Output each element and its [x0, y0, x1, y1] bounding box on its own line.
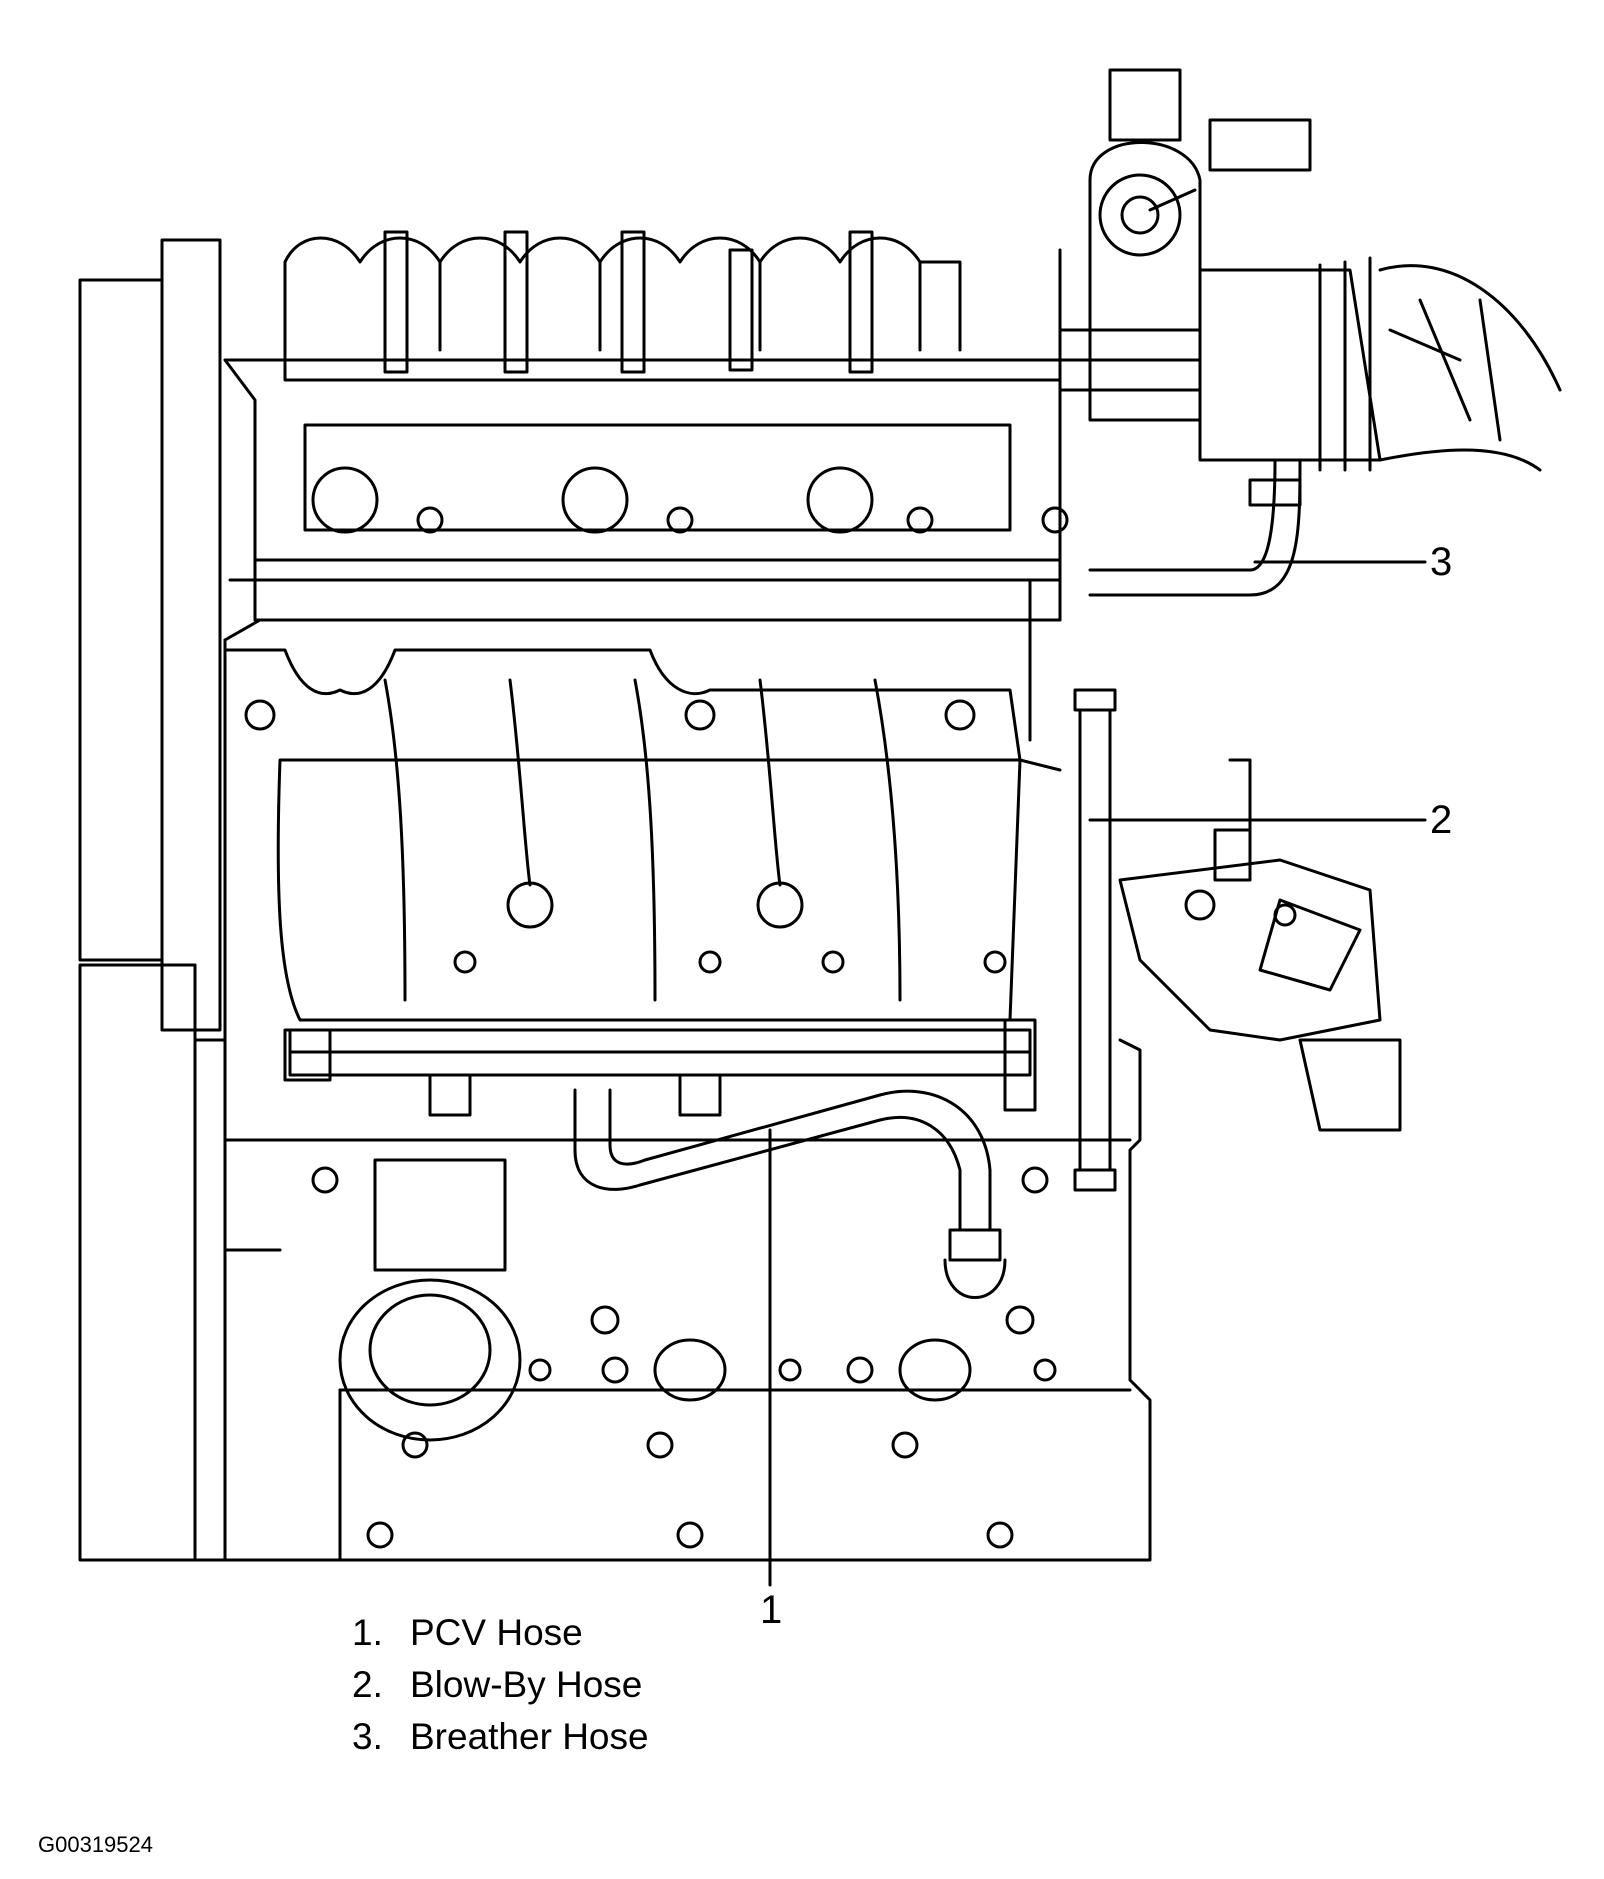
legend: 1. PCV Hose 2. Blow-By Hose 3. Breather Hos… [352, 1607, 649, 1763]
intake-manifold [223, 230, 1069, 742]
throttle-body [1058, 68, 1562, 472]
thermostat-housing [1118, 758, 1402, 1132]
blow-by-hose [1073, 688, 1117, 1192]
callout-number-1: 1 [760, 1588, 783, 1632]
legend-item-number: 2. [352, 1664, 383, 1705]
legend-item-number: 3. [352, 1716, 383, 1757]
legend-item-number: 1. [352, 1612, 383, 1653]
oil-filler [223, 1158, 1057, 1549]
callout-number-2: 2 [1430, 798, 1453, 842]
valve-cover [223, 648, 1062, 1022]
figure-id: G00319524 [38, 1832, 153, 1857]
leader-lines [768, 560, 1427, 1587]
fuel-rail [283, 1018, 1037, 1117]
legend-item: 1. PCV Hose [352, 1607, 649, 1659]
legend-item-label: Blow-By Hose [410, 1664, 643, 1705]
legend-item: 3. Breather Hose [352, 1711, 649, 1763]
pcv-hose [573, 1088, 1007, 1299]
legend-item: 2. Blow-By Hose [352, 1659, 649, 1711]
breather-hose [1088, 458, 1302, 597]
callout-number-3: 3 [1430, 540, 1453, 584]
timing-cover [78, 238, 227, 1562]
legend-item-label: PCV Hose [410, 1612, 583, 1653]
legend-item-label: Breather Hose [410, 1716, 649, 1757]
